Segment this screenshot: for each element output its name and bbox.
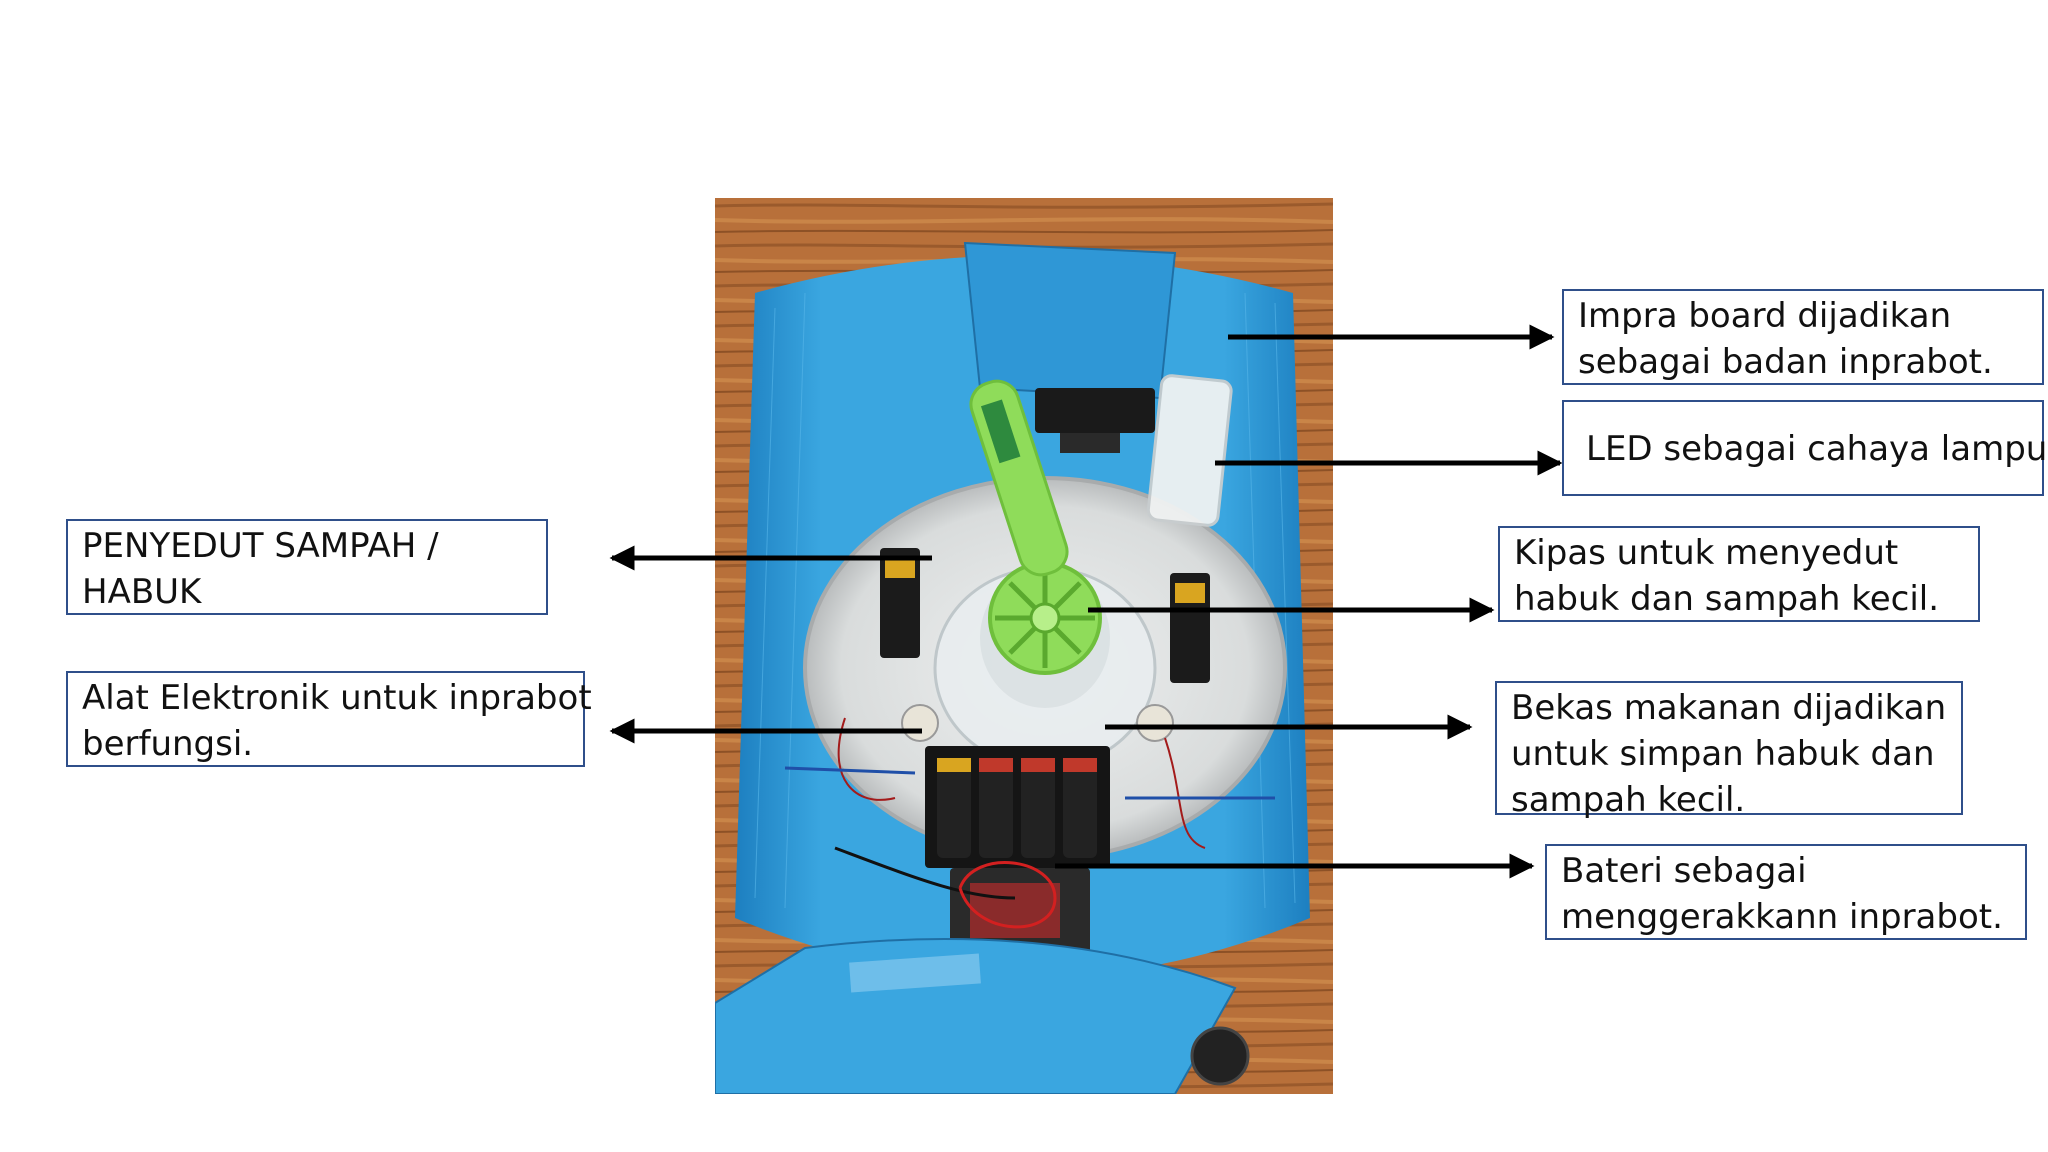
label-led: LED sebagai cahaya lampu. <box>1562 400 2048 496</box>
label-alat: Alat Elektronik untuk inprabot berfungsi… <box>66 671 592 767</box>
label-bekas-line-2: untuk simpan habuk dan <box>1511 734 1935 774</box>
label-impra-board-line-2: sebagai badan inprabot. <box>1578 342 1993 382</box>
label-bekas: Bekas makanan dijadikan untuk simpan hab… <box>1495 681 1963 820</box>
label-alat-line-1: Alat Elektronik untuk inprabot <box>82 678 592 718</box>
label-led-line-1: LED sebagai cahaya lampu. <box>1586 429 2048 469</box>
label-penyedut-line-2: HABUK <box>82 572 202 612</box>
label-penyedut-line-1: PENYEDUT SAMPAH / <box>82 526 439 566</box>
label-bateri-line-2: menggerakkann inprabot. <box>1561 897 2003 937</box>
prototype-photo <box>715 198 1333 1094</box>
label-alat-line-2: berfungsi. <box>82 724 254 764</box>
led-lamp <box>1146 374 1233 527</box>
front-lid <box>715 938 1237 1094</box>
label-bateri-line-1: Bateri sebagai <box>1561 851 1807 891</box>
label-penyedut: PENYEDUT SAMPAH / HABUK <box>66 519 548 615</box>
label-bekas-line-3: sampah kecil. <box>1511 780 1746 820</box>
label-impra-board: Impra board dijadikan sebagai badan inpr… <box>1562 289 2044 385</box>
label-bateri: Bateri sebagai menggerakkann inprabot. <box>1545 844 2027 940</box>
label-kipas-line-1: Kipas untuk menyedut <box>1514 533 1899 573</box>
label-kipas: Kipas untuk menyedut habuk dan sampah ke… <box>1498 526 1980 622</box>
label-bekas-line-1: Bekas makanan dijadikan <box>1511 688 1947 728</box>
label-impra-board-line-1: Impra board dijadikan <box>1578 296 1952 336</box>
label-kipas-line-2: habuk dan sampah kecil. <box>1514 579 1940 619</box>
prototype-illustration <box>715 198 1333 1094</box>
